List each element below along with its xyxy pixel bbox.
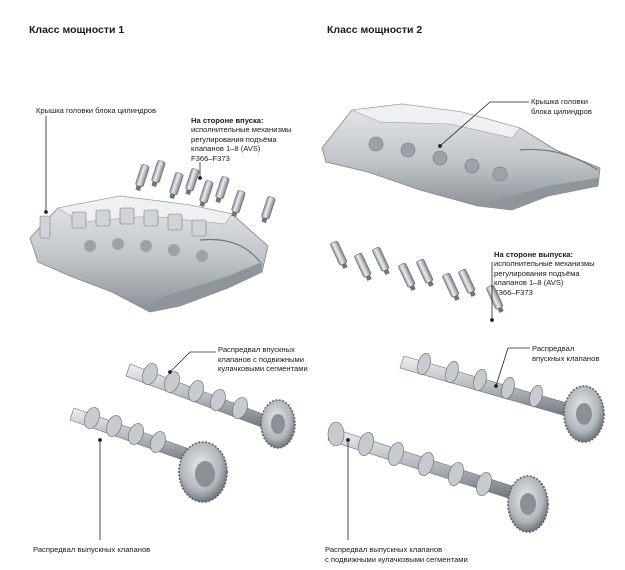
class2-actuator-leader [490, 262, 494, 322]
class2-intake-camshaft [399, 352, 605, 443]
class1-intake-camshaft [125, 363, 296, 449]
class1-intake-side-title: На стороне впуска: [191, 115, 264, 125]
class1-intake-cam-leader [168, 351, 216, 374]
class1-cylinder-head-cover [29, 195, 269, 313]
class1-intake-actuators [135, 160, 276, 223]
class1-cover-label: Крышка головки блока цилиндров [36, 106, 157, 115]
class2-exhaust-actuators [330, 240, 504, 313]
class2-exhaust-side-text: исполнительные механизмы регулирования п… [494, 259, 595, 297]
class2-exhaust-side-title: На стороне выпуска: [494, 249, 574, 259]
class1-heading: Класс мощности 1 [29, 24, 125, 36]
class2-exhaust-cam-leader [346, 438, 350, 540]
class2-heading: Класс мощности 2 [327, 24, 423, 36]
class1-intake-actuators-label: На стороне впуска:исполнительные механиз… [191, 106, 292, 164]
class1-cover-leader [44, 116, 48, 214]
class2-cover-label: Крышка головки блока цилиндров [531, 97, 592, 116]
class1-exhaust-camshaft [69, 407, 228, 503]
class2-exhaust-camshaft [327, 421, 549, 533]
class2-exhaust-cam-label: Распредвал выпускных клапанов с подвижны… [325, 545, 468, 564]
class2-cover-leader [438, 101, 529, 148]
class1-intake-side-text: исполнительные механизмы регулирования п… [191, 125, 292, 163]
class1-exhaust-cam-leader [98, 438, 102, 540]
leader-lines [44, 101, 530, 540]
class2-intake-cam-leader [494, 347, 530, 388]
class2-intake-cam-label: Распредвал впускных клапанов [532, 344, 600, 363]
class1-exhaust-cam-label: Распредвал выпускных клапанов [33, 545, 151, 554]
class2-cylinder-head-cover [321, 103, 601, 211]
class2-exhaust-actuators-label: На стороне выпуска:исполнительные механи… [494, 240, 595, 298]
class1-intake-cam-label: Распредвал впускных клапанов с подвижным… [218, 345, 308, 374]
class1-actuator-leader [198, 162, 202, 180]
